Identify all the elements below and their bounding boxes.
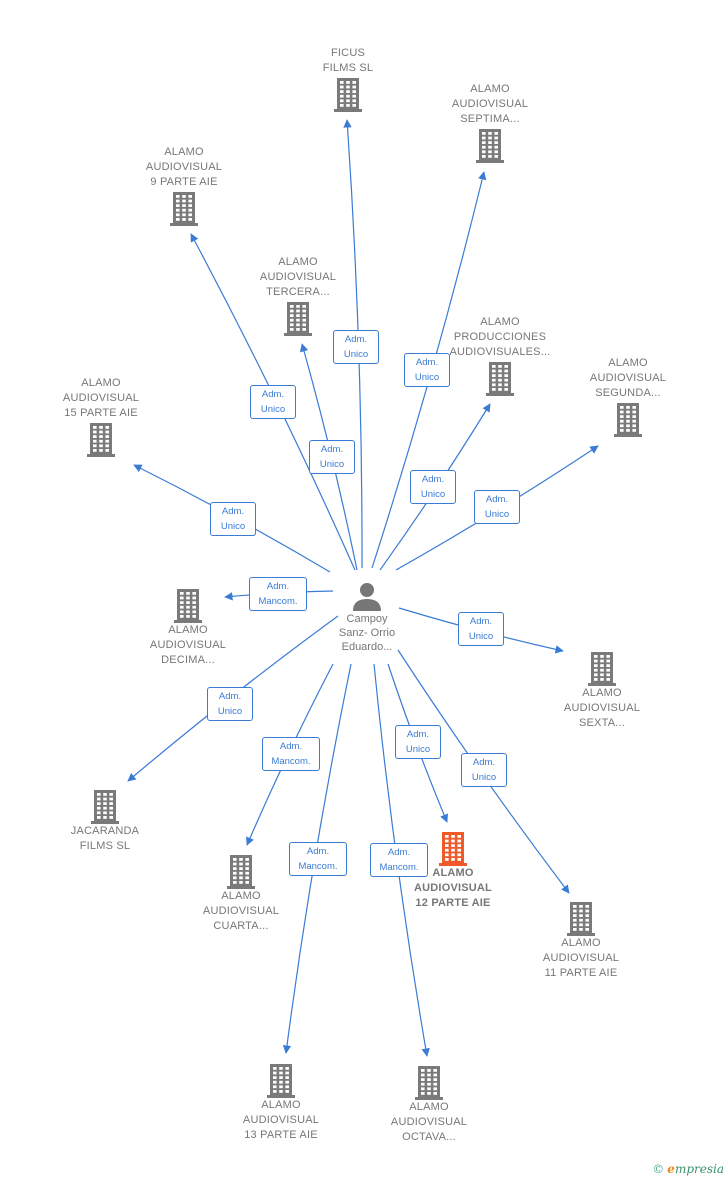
building-icon	[227, 855, 255, 889]
edge-role-label[interactable]: Adm. Unico	[410, 470, 456, 504]
company-label: ALAMO AUDIOVISUAL 13 PARTE AIE	[242, 1099, 320, 1141]
building-icon	[439, 832, 467, 866]
company-node-segunda[interactable]: ALAMO AUDIOVISUAL SEGUNDA...	[563, 356, 693, 437]
building-icon	[588, 652, 616, 686]
edge-role-label[interactable]: Adm. Unico	[395, 725, 441, 759]
company-label: ALAMO AUDIOVISUAL 9 PARTE AIE	[145, 146, 223, 188]
edge-role-label[interactable]: Adm. Unico	[461, 753, 507, 787]
building-icon	[284, 302, 312, 336]
edge-role-label[interactable]: Adm. Mancom.	[262, 737, 320, 771]
edge-role-label[interactable]: Adm. Unico	[474, 490, 520, 524]
edge-role-label[interactable]: Adm. Unico	[210, 502, 256, 536]
brand-name: mpresia	[674, 1162, 724, 1176]
company-node-octava[interactable]: ALAMO AUDIOVISUAL OCTAVA...	[364, 1064, 494, 1145]
center-person-label: Campoy Sanz- Orrio Eduardo...	[338, 613, 396, 653]
company-label: ALAMO AUDIOVISUAL SEXTA...	[563, 687, 641, 729]
company-label: ALAMO AUDIOVISUAL CUARTA...	[202, 890, 280, 932]
edge-role-label[interactable]: Adm. Unico	[404, 353, 450, 387]
company-label: ALAMO AUDIOVISUAL 11 PARTE AIE	[542, 937, 620, 979]
center-person-node[interactable]: Campoy Sanz- Orrio Eduardo...	[327, 580, 407, 654]
company-node-producciones[interactable]: ALAMO PRODUCCIONES AUDIOVISUALES...	[435, 315, 565, 396]
building-icon	[415, 1066, 443, 1100]
company-label: ALAMO AUDIOVISUAL DECIMA...	[149, 624, 227, 666]
company-node-p13[interactable]: ALAMO AUDIOVISUAL 13 PARTE AIE	[216, 1062, 346, 1143]
company-node-jacaranda[interactable]: JACARANDA FILMS SL	[40, 788, 170, 854]
brand-logo-e: e	[667, 1162, 675, 1176]
company-label: ALAMO AUDIOVISUAL OCTAVA...	[390, 1101, 468, 1143]
company-label: ALAMO AUDIOVISUAL SEGUNDA...	[589, 357, 667, 399]
edge-role-label[interactable]: Adm. Mancom.	[370, 843, 428, 877]
edge-role-label[interactable]: Adm. Unico	[250, 385, 296, 419]
edge-role-label[interactable]: Adm. Mancom.	[249, 577, 307, 611]
company-label: ALAMO PRODUCCIONES AUDIOVISUALES...	[449, 316, 551, 358]
company-node-sexta[interactable]: ALAMO AUDIOVISUAL SEXTA...	[537, 650, 667, 731]
company-node-p9[interactable]: ALAMO AUDIOVISUAL 9 PARTE AIE	[119, 145, 249, 226]
company-label: FICUS FILMS SL	[322, 47, 374, 74]
company-label: ALAMO AUDIOVISUAL TERCERA...	[259, 256, 337, 298]
company-node-cuarta[interactable]: ALAMO AUDIOVISUAL CUARTA...	[176, 853, 306, 934]
company-label: ALAMO AUDIOVISUAL 12 PARTE AIE	[414, 867, 492, 909]
person-icon	[353, 583, 381, 611]
company-node-ficus[interactable]: FICUS FILMS SL	[283, 46, 413, 112]
building-icon	[334, 78, 362, 112]
company-node-p15[interactable]: ALAMO AUDIOVISUAL 15 PARTE AIE	[36, 376, 166, 457]
copyright-symbol: ©	[652, 1162, 665, 1176]
brand-footer: ©empresia	[652, 1162, 724, 1176]
company-node-p12[interactable]: ALAMO AUDIOVISUAL 12 PARTE AIE	[388, 830, 518, 911]
edge-role-label[interactable]: Adm. Mancom.	[289, 842, 347, 876]
building-icon	[170, 192, 198, 226]
building-icon	[486, 362, 514, 396]
company-node-septima[interactable]: ALAMO AUDIOVISUAL SEPTIMA...	[425, 82, 555, 163]
building-icon	[567, 902, 595, 936]
building-icon	[87, 423, 115, 457]
company-label: ALAMO AUDIOVISUAL 15 PARTE AIE	[62, 377, 140, 419]
company-node-tercera[interactable]: ALAMO AUDIOVISUAL TERCERA...	[233, 255, 363, 336]
edge-role-label[interactable]: Adm. Unico	[458, 612, 504, 646]
building-icon	[614, 403, 642, 437]
building-icon	[267, 1064, 295, 1098]
company-label: JACARANDA FILMS SL	[70, 825, 140, 852]
company-node-decima[interactable]: ALAMO AUDIOVISUAL DECIMA...	[123, 587, 253, 668]
building-icon	[174, 589, 202, 623]
edge-role-label[interactable]: Adm. Unico	[309, 440, 355, 474]
edge-role-label[interactable]: Adm. Unico	[333, 330, 379, 364]
building-icon	[476, 129, 504, 163]
company-label: ALAMO AUDIOVISUAL SEPTIMA...	[451, 83, 529, 125]
edge-role-label[interactable]: Adm. Unico	[207, 687, 253, 721]
company-node-p11[interactable]: ALAMO AUDIOVISUAL 11 PARTE AIE	[516, 900, 646, 981]
building-icon	[91, 790, 119, 824]
